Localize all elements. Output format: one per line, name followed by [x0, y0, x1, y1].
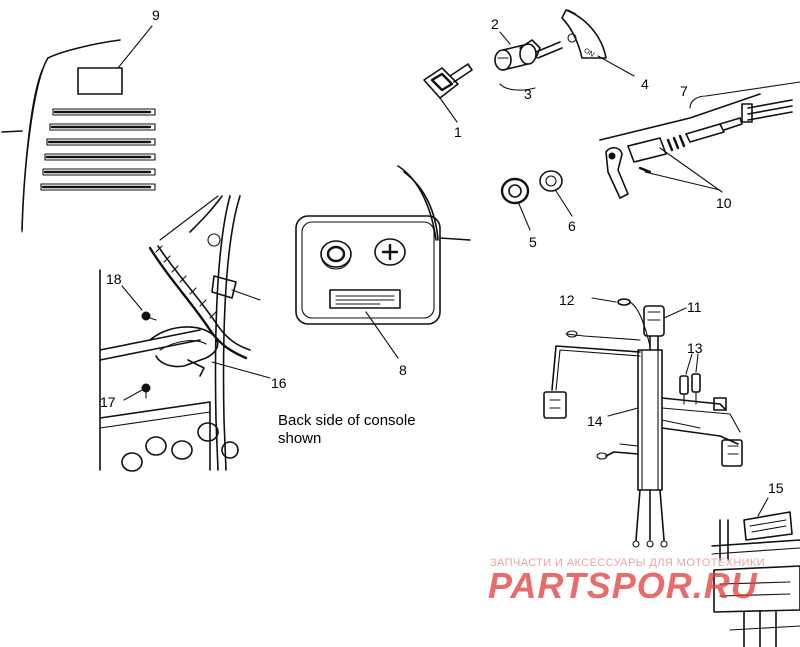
console-switch-right — [374, 238, 406, 266]
ignition-switch — [494, 39, 563, 71]
screw-18 — [141, 311, 157, 321]
callout-14: 14 — [587, 413, 603, 429]
console-switch-left — [320, 240, 352, 270]
component-15 — [711, 511, 800, 647]
callout-6: 6 — [568, 218, 576, 234]
kill-switch-lever — [605, 146, 629, 199]
callout-11: 11 — [687, 299, 702, 315]
watermark-tagline: ЗАПЧАСТИ И АКСЕССУАРЫ ДЛЯ МОТОТЕХНИКИ — [490, 557, 765, 569]
callout-4: 4 — [641, 76, 649, 92]
callout-16: 16 — [271, 375, 287, 391]
callout-5: 5 — [529, 234, 537, 250]
kill-switch-bracket — [599, 81, 800, 141]
callout-18: 18 — [106, 271, 122, 287]
console — [295, 165, 471, 325]
callout-10: 10 — [716, 195, 732, 211]
harness-branch-left — [543, 330, 641, 419]
kill-switch-body — [627, 117, 743, 163]
callout-15: 15 — [768, 480, 784, 496]
callout-2: 2 — [491, 16, 499, 32]
harness-connector-11 — [643, 305, 665, 351]
harness-main — [632, 349, 668, 548]
bracket-16 — [149, 326, 219, 377]
callout-1: 1 — [454, 124, 462, 140]
callout-17: 17 — [100, 394, 116, 410]
switch-plate — [561, 9, 607, 59]
cable-bundle — [148, 245, 251, 360]
watermark-brand: PARTSPOR.RU — [488, 565, 758, 606]
washer — [539, 170, 563, 192]
harness-branch-lower — [596, 443, 639, 460]
caption-line-2: shown — [278, 430, 321, 447]
console-mount-plate — [99, 401, 239, 472]
callout-9: 9 — [152, 7, 160, 23]
hood-decal-stripes — [40, 108, 156, 191]
callout-12: 12 — [559, 292, 575, 308]
callout-13: 13 — [687, 340, 703, 356]
callout-3: 3 — [524, 86, 532, 102]
ignition-key — [423, 63, 473, 99]
harness-fuses-13 — [679, 373, 701, 405]
caption-line-1: Back side of console — [278, 412, 416, 429]
harness-terminal-12 — [617, 298, 651, 347]
harness-branch-right — [661, 397, 743, 467]
screw-17 — [141, 383, 151, 399]
switch-on-label: ON — [583, 47, 596, 58]
grommet — [500, 177, 530, 205]
hood-panel — [1, 39, 121, 233]
kill-switch-wires — [741, 99, 793, 123]
callout-7: 7 — [680, 83, 688, 99]
callout-8: 8 — [399, 362, 407, 378]
decal-9 — [77, 67, 123, 95]
cable-clip — [207, 233, 261, 301]
console-label-plate — [329, 289, 401, 309]
